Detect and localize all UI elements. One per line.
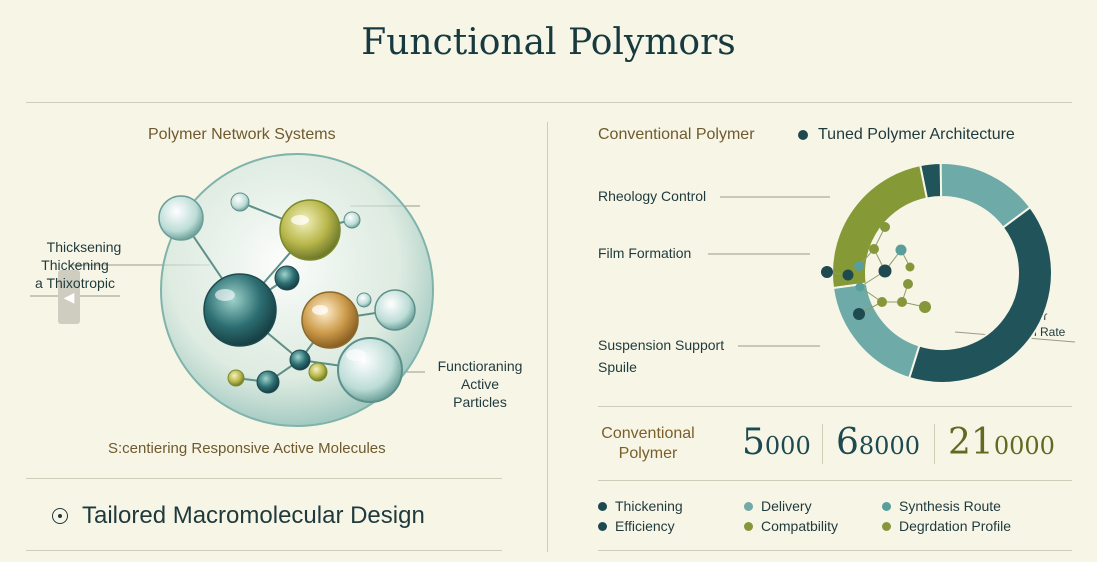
label-spuile: Spuile: [598, 359, 637, 375]
legend-degradation: Degrdation Profile: [882, 518, 1011, 534]
donut-segments: [831, 161, 1053, 384]
callout-thickening-2: Thickening a Thixotropic: [20, 256, 130, 292]
title-divider: [26, 102, 1072, 103]
target-icon: [52, 508, 68, 524]
label-rheology: Rheology Control: [598, 188, 707, 204]
inner-molecule: [821, 222, 931, 320]
legend-dot-icon: [598, 521, 607, 531]
stat-2-small: 8000: [858, 432, 920, 460]
left-footer-divider-bottom: [26, 550, 502, 551]
right-heading-left: Conventional Polymer: [598, 126, 755, 143]
footer-text: Tailored Macromolecular Design: [82, 502, 425, 529]
label-suspension: Suspension Support: [598, 337, 725, 353]
stat-3-small: 0000: [993, 432, 1055, 460]
donut-segment-3: [907, 205, 1053, 384]
callout-thickening: Thicksening: [42, 238, 126, 256]
column-divider: [547, 122, 548, 552]
callout-active-line1: Functioraning: [437, 358, 523, 374]
legend-label: Thickening: [615, 498, 683, 514]
page-title: Functional Polymors: [361, 22, 736, 63]
callout-thickening-line3: a Thixotropic: [35, 275, 115, 291]
legend-thickening: Thickening: [598, 498, 683, 514]
stat-value-2: 68000: [836, 422, 920, 463]
label-film: Film Formation: [598, 245, 692, 261]
legend-efficiency: Efficiency: [598, 518, 675, 534]
callout-thickening-line2: Thickening: [41, 257, 109, 273]
legend-label: Synthesis Route: [899, 498, 1001, 514]
left-caption: S:centiering Responsive Active Molecules: [108, 440, 386, 457]
legend-dot-icon: [598, 501, 607, 511]
stats-divider-top: [598, 406, 1072, 407]
callout-active-line2: Active: [460, 376, 500, 392]
legend-label: Delivery: [761, 498, 812, 514]
legend-label: Compatbility: [761, 518, 839, 534]
stat-1-small: 000: [764, 432, 811, 460]
legend-dot-icon: [882, 501, 891, 511]
stat-1-big: 5: [742, 422, 765, 463]
carousel-prev-handle[interactable]: ◀: [58, 270, 80, 324]
legend-divider-bottom: [598, 550, 1072, 551]
legend-delivery: Delivery: [744, 498, 812, 514]
stats-label: Conventional Polymer: [598, 424, 698, 464]
callout-active-line3: Particles: [453, 394, 507, 410]
stat-value-1: 5000: [742, 422, 811, 463]
legend-dot-icon: [744, 521, 753, 531]
tuned-architecture-label: Tuned Polymer Architecture: [818, 126, 1015, 143]
chevron-left-icon: ◀: [63, 288, 75, 305]
legend-dot-icon: [798, 130, 808, 140]
right-heading-right: Tuned Polymer Architecture: [798, 126, 1015, 144]
donut-chart: [708, 161, 1076, 384]
stat-3-big: 21: [948, 422, 994, 463]
callout-active-particles: Functioraning Active Particles: [420, 357, 540, 411]
stats-label-line2: Polymer: [618, 445, 678, 462]
legend-compatibility: Compatbility: [744, 518, 838, 534]
stats-label-line1: Conventional: [601, 425, 695, 442]
callout-thickening-line1: Thicksening: [46, 239, 122, 255]
stats-divider-bottom: [598, 480, 1072, 481]
legend-dot-icon: [882, 521, 891, 531]
stat-value-3: 210000: [948, 422, 1055, 463]
legend-synthesis: Synthesis Route: [882, 498, 1001, 514]
legend-dot-icon: [744, 501, 753, 511]
stat-2-big: 6: [836, 422, 859, 463]
footer-row: Tailored Macromolecular Design: [52, 502, 425, 530]
stat-divider-1: [822, 424, 823, 464]
legend-label: Efficiency: [615, 518, 675, 534]
left-footer-divider-top: [26, 478, 502, 479]
polymer-network-illustration: [30, 153, 434, 427]
legend-label: Degrdation Profile: [899, 518, 1012, 534]
stat-divider-2: [934, 424, 935, 464]
left-heading: Polymer Network Systems: [148, 126, 336, 143]
